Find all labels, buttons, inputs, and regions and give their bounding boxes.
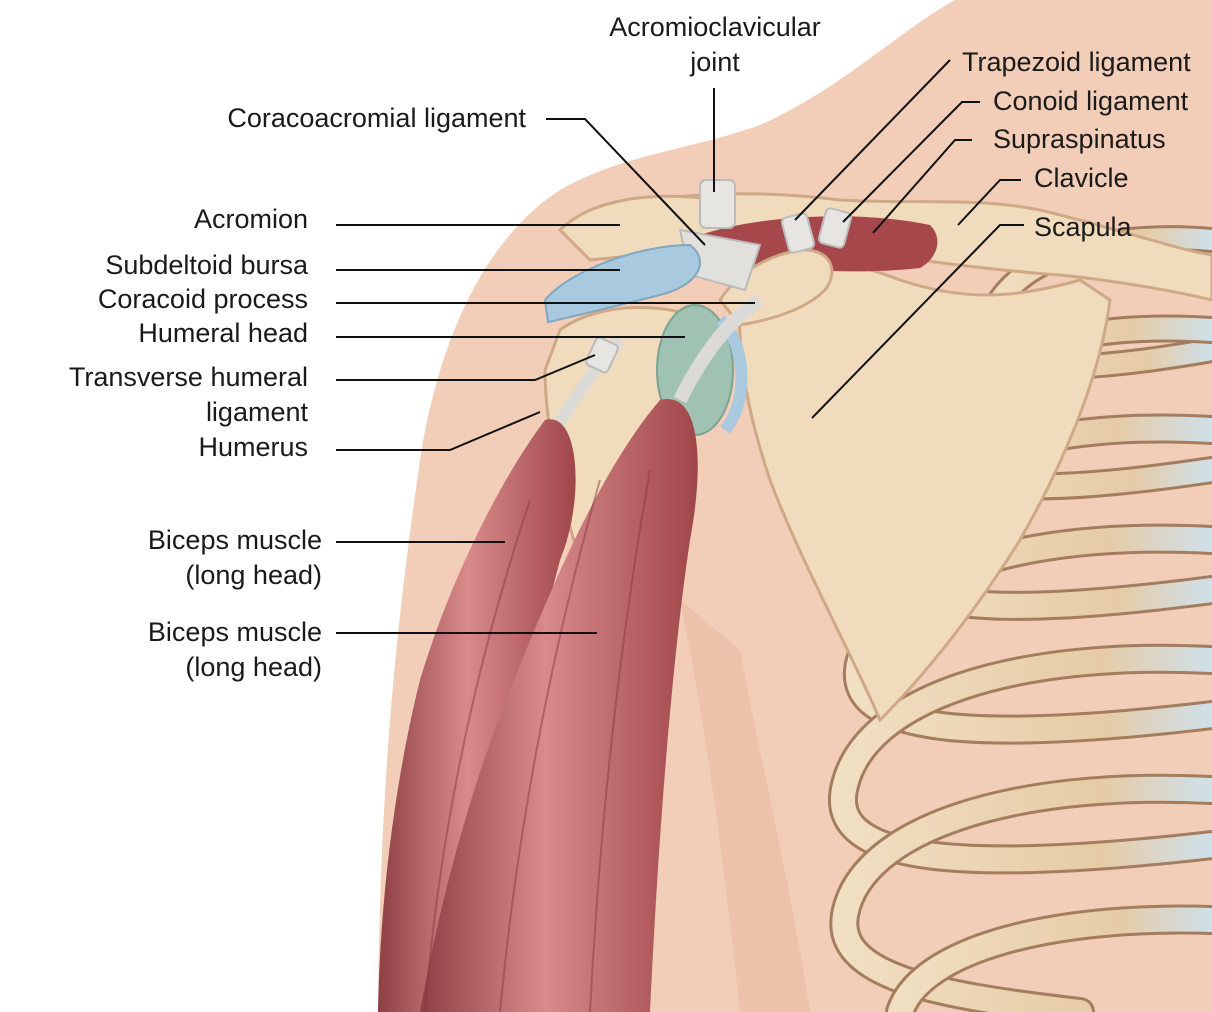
muscle-striations bbox=[424, 469, 651, 1012]
leader-trapezoid bbox=[794, 59, 951, 221]
label-subdeltoid-bursa: Subdeltoid bursa bbox=[105, 250, 308, 280]
biceps-muscle-belly-1 bbox=[378, 419, 576, 1012]
label-biceps-1-line2: (long head) bbox=[185, 560, 322, 590]
leader-coracoacromial bbox=[546, 118, 706, 246]
armpit-shadow bbox=[680, 600, 810, 1012]
label-acromioclavicular-line2: joint bbox=[690, 47, 740, 77]
label-coracoid-process: Coracoid process bbox=[97, 284, 308, 314]
label-biceps-2-line1: Biceps muscle bbox=[147, 617, 322, 647]
ac-joint-ligament bbox=[699, 179, 736, 229]
label-conoid-ligament: Conoid ligament bbox=[993, 86, 1189, 116]
label-transverse-humeral-line2: ligament bbox=[205, 397, 308, 427]
biceps-short-head-tendon bbox=[673, 294, 764, 404]
label-acromioclavicular-line1: Acromioclavicular bbox=[609, 12, 821, 42]
label-humerus: Humerus bbox=[198, 432, 308, 462]
biceps-muscle-belly-2 bbox=[420, 399, 698, 1012]
label-scapula: Scapula bbox=[1034, 212, 1132, 242]
label-biceps-2-line2: (long head) bbox=[185, 652, 322, 682]
leader-humerus bbox=[336, 411, 541, 451]
transverse-humeral-ligament-band bbox=[585, 336, 619, 374]
leader-conoid bbox=[842, 101, 980, 223]
leader-scapula bbox=[811, 224, 1024, 419]
label-clavicle: Clavicle bbox=[1034, 163, 1129, 193]
conoid-ligament-band bbox=[817, 207, 853, 249]
label-trapezoid-ligament: Trapezoid ligament bbox=[962, 47, 1191, 77]
label-biceps-long-head-1: Biceps muscle (long head) bbox=[40, 523, 322, 593]
label-acromioclavicular-joint: Acromioclavicular joint bbox=[590, 10, 840, 80]
label-supraspinatus: Supraspinatus bbox=[993, 124, 1166, 154]
scapula-bone bbox=[737, 257, 1112, 723]
supraspinatus-muscle bbox=[700, 216, 938, 272]
label-humeral-head: Humeral head bbox=[138, 318, 308, 348]
leader-transverse-humeral bbox=[336, 354, 596, 381]
label-transverse-humeral-line1: Transverse humeral bbox=[68, 362, 308, 392]
label-acromion: Acromion bbox=[193, 204, 308, 234]
leader-supraspinatus bbox=[872, 139, 972, 234]
label-biceps-1-line1: Biceps muscle bbox=[147, 525, 322, 555]
label-biceps-long-head-2: Biceps muscle (long head) bbox=[40, 615, 322, 685]
label-coracoacromial-ligament: Coracoacromial ligament bbox=[227, 103, 526, 133]
trapezoid-ligament-band bbox=[780, 212, 816, 254]
leader-clavicle bbox=[957, 179, 1021, 226]
label-transverse-humeral-ligament: Transverse humeral ligament bbox=[20, 360, 308, 430]
